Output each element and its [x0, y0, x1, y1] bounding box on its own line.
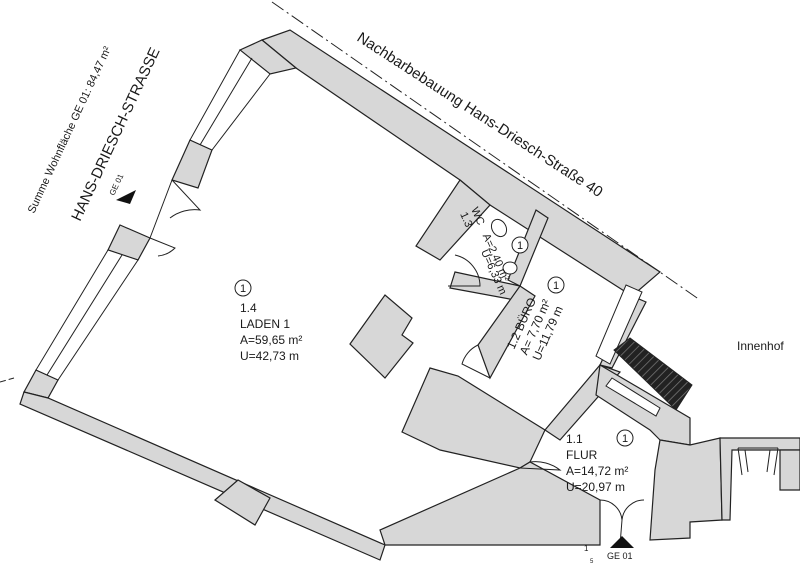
street-label: HANS-DRIESCH-STRASSE — [68, 45, 163, 224]
unit-number-buero: 1 — [553, 280, 559, 292]
entrance-west-arrow — [116, 190, 136, 204]
room-laden-area: A=59,65 m² — [240, 333, 302, 347]
courtyard-label: Innenhof — [737, 339, 784, 353]
entrance-south-marker: 1 — [584, 544, 589, 553]
party-wall — [260, 29, 661, 297]
room-flur-perimeter: U=20,97 m — [566, 480, 625, 494]
unit-circle-buero — [547, 276, 565, 294]
window-west-upper — [189, 49, 271, 151]
unit-number-wc: 1 — [517, 240, 523, 252]
door-entrance-south — [599, 499, 645, 546]
unit-circle-wc — [511, 236, 529, 254]
east-annex-wall-2 — [779, 449, 800, 491]
flur-window — [605, 377, 661, 417]
shop-east-wall — [401, 367, 546, 469]
unit-number-laden: 1 — [240, 283, 246, 295]
entrance-west-label: GE 01 — [108, 172, 126, 197]
unit-number-flur: 1 — [622, 433, 628, 445]
property-line — [271, 1, 701, 301]
room-laden-perimeter: U=42,73 m — [240, 349, 299, 363]
room-flur-number: 1.1 — [566, 432, 583, 446]
door-west — [149, 179, 202, 239]
property-line-west — [0, 377, 15, 383]
window-west-lower-inner — [46, 254, 123, 376]
interior-column — [349, 294, 414, 379]
room-wc-number: 1.3 — [457, 210, 474, 229]
room-buero-number: 1.2 — [504, 330, 524, 351]
room-wc-label: 1.3 WC — [457, 205, 486, 229]
unit-circle-flur — [616, 429, 634, 447]
hatched-stair — [613, 337, 693, 411]
wc-west-wall — [415, 179, 491, 261]
door-west-2 — [149, 237, 176, 257]
door-flur — [519, 461, 562, 471]
room-laden-name: LADEN 1 — [240, 317, 290, 331]
entrance-south-arrow — [610, 536, 634, 548]
room-flur-area: A=14,72 m² — [566, 464, 628, 478]
south-wall — [19, 391, 386, 561]
courtyard-window — [595, 284, 643, 365]
south-pillar — [213, 479, 271, 526]
entrance-south-label: GE 01 — [607, 551, 633, 561]
east-annex-wall — [719, 437, 800, 521]
summary-label: Summe Wohnfläche GE 01: 84,47 m² — [26, 44, 114, 215]
room-laden-number: 1.4 — [240, 301, 257, 315]
entrance-south-sub: 5 — [590, 559, 594, 564]
room-flur-name: FLUR — [566, 448, 598, 462]
wc-basin — [502, 261, 518, 275]
window-west-lower — [35, 249, 139, 381]
door-wc — [448, 254, 481, 287]
window-west-upper-inner — [199, 57, 253, 146]
east-annex-door — [737, 447, 779, 476]
unit-circle-laden — [234, 279, 252, 297]
flur-east-wall — [649, 437, 723, 541]
wc-toilet — [490, 218, 508, 238]
door-buero — [461, 344, 491, 379]
